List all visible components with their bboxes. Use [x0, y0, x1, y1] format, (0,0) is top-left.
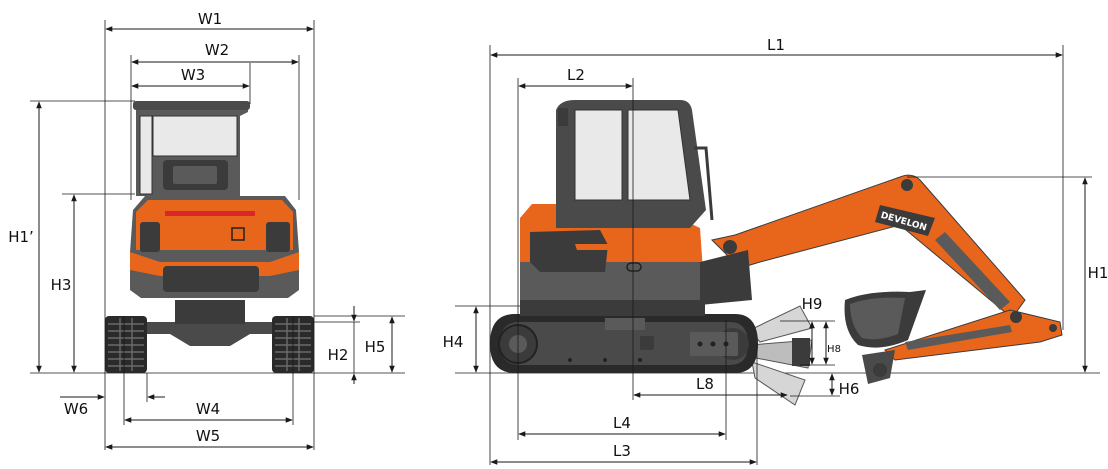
side-upper-frame [520, 300, 705, 316]
label-h8: H8 [827, 344, 841, 355]
side-arm [884, 309, 1063, 361]
front-extension-lines [30, 20, 405, 450]
side-mirror [558, 108, 568, 126]
side-extension-lines [455, 45, 1092, 465]
side-cab-window-left [574, 109, 623, 201]
side-dozer-blade [749, 305, 813, 406]
label-h2: H2 [328, 346, 349, 364]
side-engine-cover [530, 230, 608, 272]
side-track-box [640, 336, 654, 350]
label-l3: L3 [613, 442, 631, 460]
front-cab-roof [133, 101, 250, 110]
label-h5: H5 [365, 338, 386, 356]
label-w6: W6 [64, 400, 88, 418]
side-swing-bearing [605, 318, 645, 330]
label-l4: L4 [613, 414, 631, 432]
side-boom-swing-bracket [700, 250, 752, 305]
side-boom-cylinder [935, 232, 1010, 310]
label-h3: H3 [51, 276, 72, 294]
side-handle [575, 244, 612, 250]
side-cab-window-right [627, 109, 691, 201]
front-emblem [231, 227, 245, 241]
label-h1p: H1’ [8, 228, 34, 246]
front-swing-base [175, 300, 245, 324]
label-w4: W4 [196, 400, 220, 418]
label-l8: L8 [696, 375, 714, 393]
side-boom: DEVELON [700, 174, 1026, 319]
side-arm-cylinder [905, 325, 1012, 350]
label-w3: W3 [181, 66, 205, 84]
label-h4: H4 [443, 333, 464, 351]
front-view: W1 W2 W3 W4 W5 W6 H1’ H3 H2 H5 [8, 10, 405, 450]
front-right-light [266, 222, 290, 252]
front-windshield [152, 115, 238, 157]
side-cab-rail [694, 146, 714, 221]
label-l1: L1 [767, 36, 785, 54]
front-left-track [105, 316, 147, 373]
label-l2: L2 [567, 66, 585, 84]
side-track [490, 314, 758, 373]
front-side-glass [139, 115, 153, 195]
label-w1: W1 [198, 10, 222, 28]
label-w2: W2 [205, 41, 229, 59]
side-view: DEVELON [443, 36, 1108, 465]
label-h6: H6 [839, 380, 860, 398]
side-bucket [844, 290, 926, 384]
label-h1: H1 [1088, 264, 1108, 282]
label-h9: H9 [802, 295, 823, 313]
front-undercarriage [147, 322, 272, 346]
front-left-light [140, 222, 160, 252]
front-center-panel [163, 266, 259, 292]
side-boom-logo-plate [875, 205, 935, 236]
front-dash-screen [173, 166, 217, 184]
label-w5: W5 [196, 427, 220, 445]
side-fuel-cap [626, 262, 642, 272]
front-red-stripe [165, 211, 255, 216]
